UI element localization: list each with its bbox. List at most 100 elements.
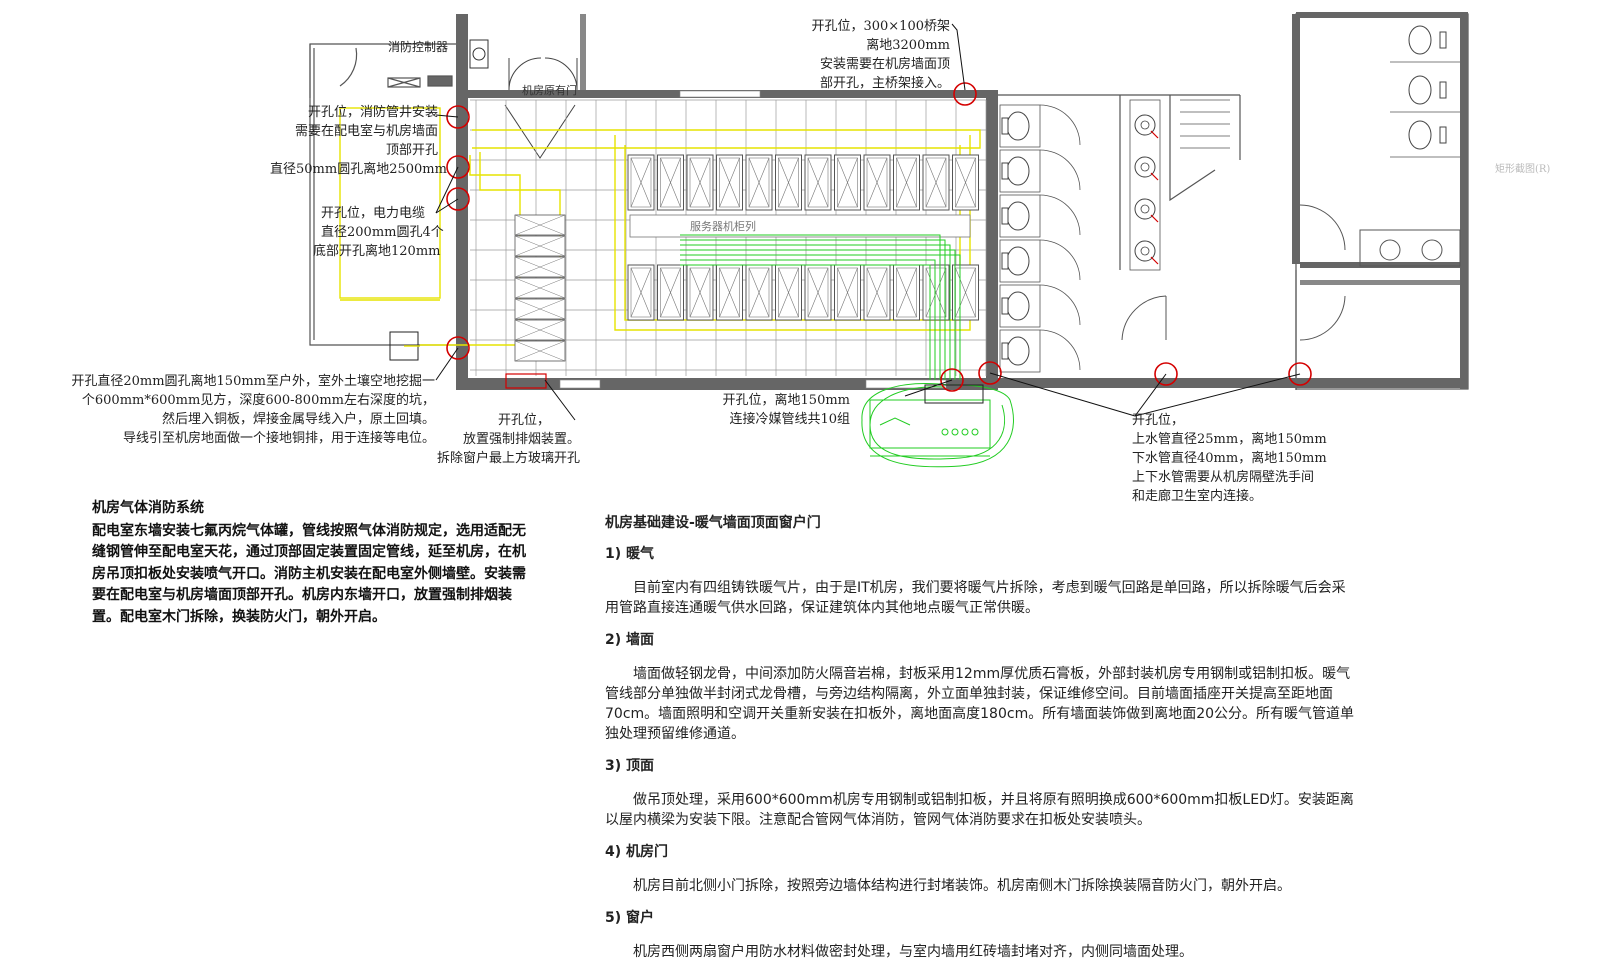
server-rack (834, 154, 861, 211)
urinal (1134, 114, 1156, 136)
rack-cross (925, 157, 947, 208)
urinal-valve (1150, 256, 1159, 265)
outdoor-ac-unit (869, 399, 991, 457)
cabinet-cross (514, 298, 566, 320)
door-label: 机房原有门 (522, 83, 577, 97)
hole-marker (953, 82, 977, 106)
restroom-mid-wall (1300, 262, 1460, 268)
toilets (999, 104, 1081, 373)
hole-marker (446, 105, 470, 129)
side-toilets (1390, 25, 1460, 158)
rack-cross (778, 267, 799, 318)
rack-cross (955, 267, 976, 318)
rack-cross (689, 267, 711, 318)
restroom-low-wall (1300, 280, 1460, 285)
restroom-east-wall (1292, 14, 1300, 264)
toilet-tank (1439, 31, 1447, 49)
section-heading: 1) 暖气 (605, 546, 655, 562)
urinal-drain (1140, 204, 1150, 214)
section-heading: 4) 机房门 (605, 844, 669, 860)
section-heading: 5) 窗户 (605, 910, 655, 926)
rack-inner (778, 157, 799, 208)
urinal-drain (1140, 246, 1150, 256)
toilet-stall (999, 239, 1041, 283)
rack-cross (807, 157, 829, 208)
section-text: 做吊顶处理，采用600*600mm机房专用钢制或铝制扣板，并且将原有照明换成60… (605, 792, 1354, 828)
fire-system-body: 配电室东墙安装七氟丙烷气体罐，管线按照气体消防规定，选用适配无缝钢管伸至配电室天… (92, 522, 526, 625)
urinal-counter (1129, 99, 1161, 271)
rack-cross (837, 157, 858, 208)
power-cabinet-stack (514, 214, 566, 362)
toilet-bowl (1006, 246, 1030, 276)
urinal (1134, 198, 1156, 220)
section-text: 目前室内有四组铸铁暖气片，由于是IT机房，我们要将暖气片拆除，考虑到暖气回路是单… (605, 580, 1346, 616)
rack-cross (748, 267, 770, 318)
note-line: 安装需要在机房墙面顶 (819, 57, 950, 72)
toilet-bowl (1006, 291, 1030, 321)
section-heading: 3) 顶面 (605, 758, 655, 774)
water-pipe-hole-note: 开孔位， 上水管直径25mm，离地150mm 下水管直径40mm，离地150mm… (1132, 411, 1327, 506)
rack-cross (660, 157, 681, 208)
rack-cross (896, 267, 917, 318)
stairs (1180, 99, 1230, 149)
server-rack (893, 154, 920, 211)
rack-inner (719, 267, 740, 318)
stall-door-swing (1039, 104, 1081, 146)
restroom-walls (998, 13, 1469, 390)
toilet-bowl (1408, 120, 1432, 150)
server-racks (627, 154, 979, 321)
toilet-bowl (1006, 201, 1030, 231)
rack-inner (837, 157, 858, 208)
note-line: 离地3200mm (866, 38, 950, 53)
screenshot-watermark: 矩形截图(R) (1495, 164, 1551, 175)
toilet-tank (1439, 81, 1447, 99)
rack-cross (748, 157, 770, 208)
urinal-drain (1140, 162, 1150, 172)
urinal-valve (1150, 130, 1159, 139)
stall-door-swing (1039, 329, 1081, 371)
stall-door-swing (1039, 239, 1081, 281)
toilet-bowl (1408, 75, 1432, 105)
hole-marker (1288, 362, 1312, 386)
refrigerant-hole-note: 开孔位，离地150mm 连接冷媒管线共10组 (720, 391, 850, 429)
rack-inner (748, 267, 770, 318)
note-line: 开孔位，300×100桥架 (811, 19, 950, 34)
hole-marker (446, 187, 470, 211)
cabinet-cross (514, 256, 566, 278)
rack-inner (866, 267, 888, 318)
stall-door-swing (1039, 149, 1081, 191)
refrigerant-lines (680, 234, 1014, 468)
cabinet-cross (514, 319, 566, 341)
rack-inner (807, 157, 829, 208)
rack-cross (719, 267, 740, 318)
rack-row-label: 服务器机柜列 (690, 219, 756, 233)
hole-marker (1154, 362, 1178, 386)
note-line: 直径200mm圆孔4个 (321, 225, 444, 240)
note-line: 部开孔，主桥架接入。 (819, 76, 950, 91)
urinal (1134, 156, 1156, 178)
note-line: 开孔位， (497, 413, 550, 428)
rack-inner (630, 157, 652, 208)
infrastructure-title: 机房基础建设-暖气墙面顶面窗户门 (605, 515, 821, 531)
north-door (504, 57, 578, 159)
rack-cross (896, 157, 917, 208)
cable-tray-hole-note: 开孔位，300×100桥架 离地3200mm 安装需要在机房墙面顶 部开孔，主桥… (790, 17, 950, 93)
fire-system-section: 机房气体消防系统 配电室东墙安装七氟丙烷气体罐，管线按照气体消防规定，选用适配无… (92, 498, 532, 628)
power-cable-hole-note: 开孔位，电力电缆 直径200mm圆孔4个 底部开孔离地120mm (313, 204, 444, 261)
rack-inner (748, 157, 770, 208)
rack-cross (807, 267, 829, 318)
restroom-right-wall (1460, 14, 1468, 389)
stall-door-swing (1039, 284, 1081, 326)
toilet-stall (999, 149, 1041, 193)
note-line: 个600mm*600mm见方，深度600-800mm左右深度的坑， (81, 393, 435, 408)
note-line: 下水管直径40mm，离地150mm (1132, 451, 1327, 466)
rack-inner (837, 267, 858, 318)
toilet-tank (1001, 342, 1009, 360)
rack-inner (807, 267, 829, 318)
rack-inner (955, 157, 976, 208)
note-line: 然后埋入铜板，焊接金属导线入户，原土回填。 (161, 412, 435, 427)
rack-cross (630, 157, 652, 208)
note-line: 开孔位，离地150mm (722, 393, 850, 408)
rack-cross (719, 157, 740, 208)
note-line: 需要在配电室与机房墙面 (294, 124, 438, 139)
